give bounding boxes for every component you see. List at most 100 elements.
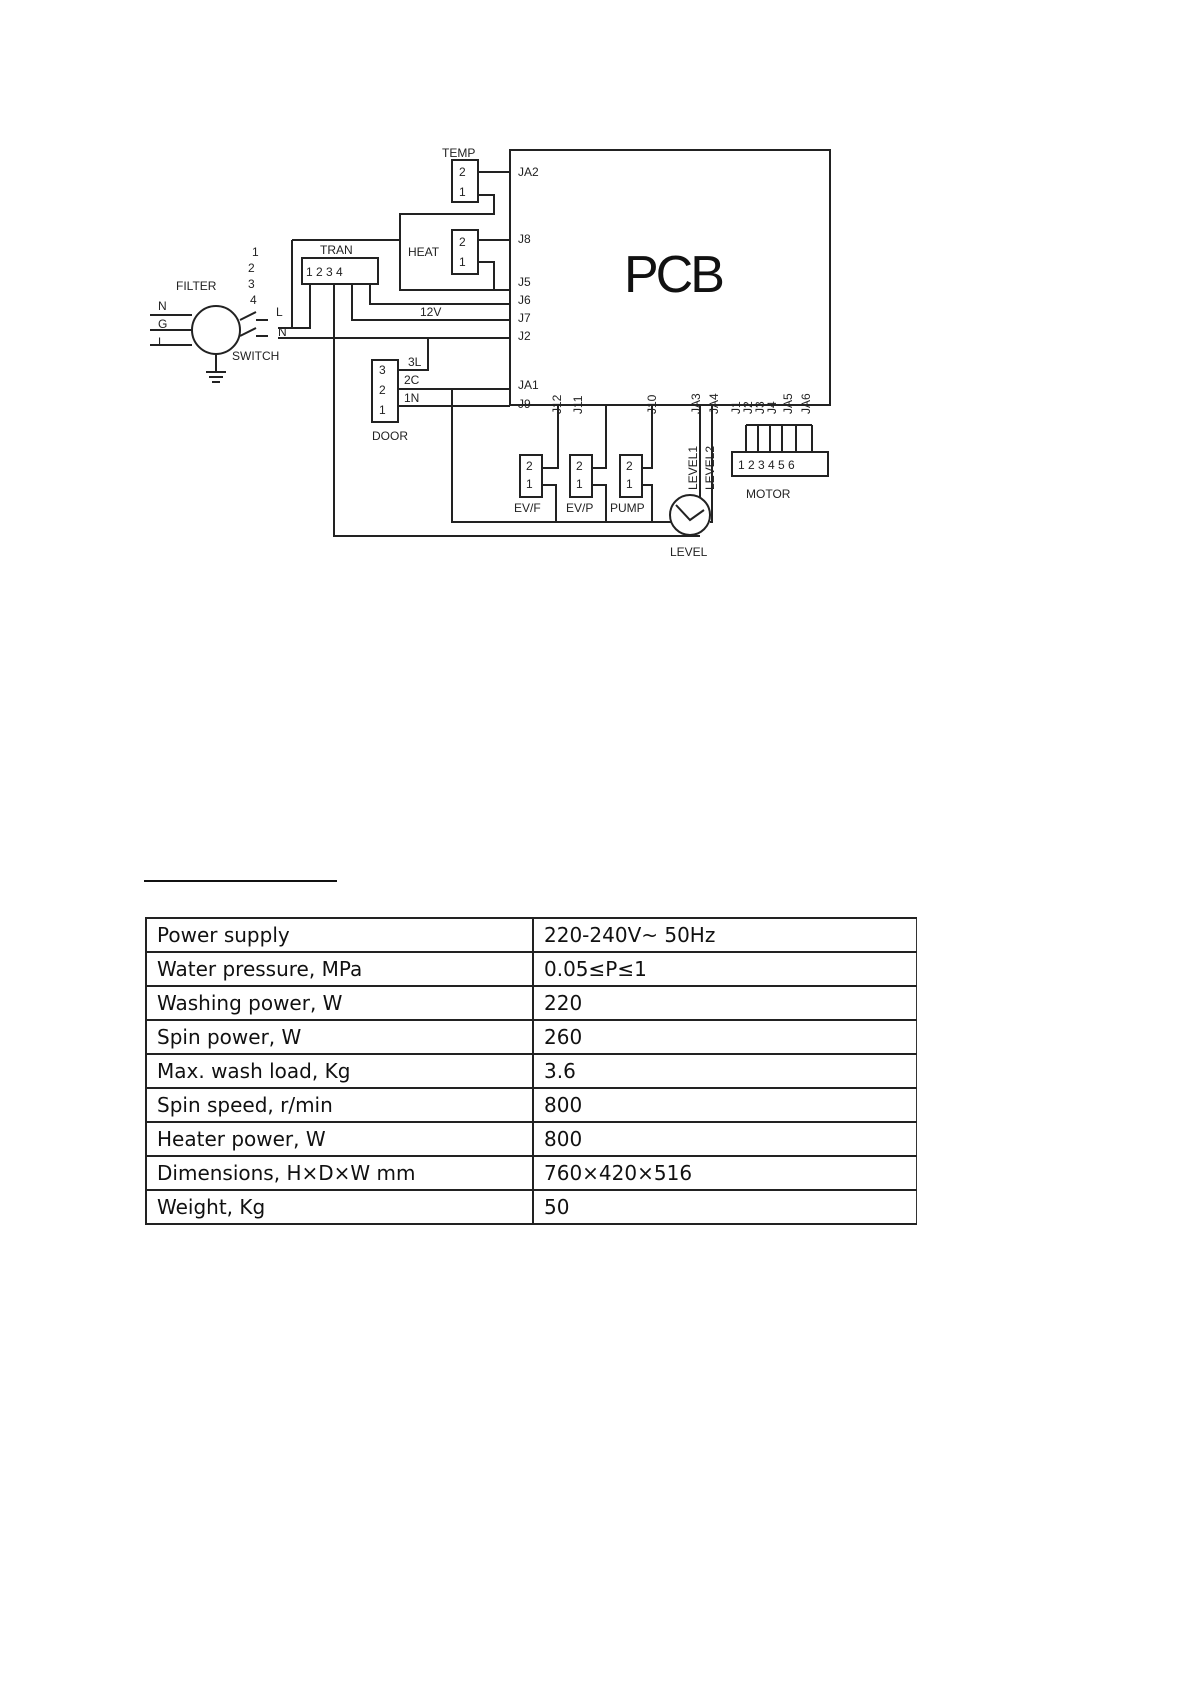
spec-name: Spin power, W — [145, 1019, 534, 1055]
switch-pos-1: 1 — [252, 245, 259, 259]
pin-ja4: JA4 — [707, 393, 721, 414]
pin-j11: J11 — [571, 395, 585, 414]
heat-pin-1: 1 — [459, 255, 466, 269]
motor-label: MOTOR — [746, 487, 791, 501]
tran-pins: 1 2 3 4 — [306, 265, 343, 279]
switch-l-label: L — [276, 305, 283, 319]
pin-ja6: JA6 — [799, 393, 813, 414]
motor-connector — [731, 451, 829, 477]
pin-j5: J5 — [518, 275, 531, 289]
spec-name: Water pressure, MPa — [145, 951, 534, 987]
spec-value: 800 — [532, 1121, 917, 1157]
spec-name: Weight, Kg — [145, 1189, 534, 1225]
wiring-diagram: PCB JA2 J8 J5 J6 J7 J2 JA1 J9 J12 J11 J1… — [150, 146, 831, 559]
pin-j1: J1 — [729, 401, 743, 414]
mains-l-label: L — [158, 335, 165, 349]
pcb-title: PCB — [624, 246, 722, 304]
pin-j10: J10 — [645, 394, 659, 414]
pin-j9: J9 — [518, 397, 531, 411]
spec-name: Heater power, W — [145, 1121, 534, 1157]
switch-pos-3: 3 — [248, 277, 255, 291]
door-pin-1: 1 — [379, 403, 386, 417]
pump-connector — [619, 454, 643, 498]
temp-connector — [451, 159, 479, 203]
pin-ja5: JA5 — [781, 393, 795, 414]
spec-value: 260 — [532, 1019, 917, 1055]
pin-j2b: J2 — [741, 401, 755, 414]
door-3l-label: 3L — [408, 355, 422, 369]
spec-name: Dimensions, H×D×W mm — [145, 1155, 534, 1191]
level-label: LEVEL — [670, 545, 708, 559]
spec-value: 760×420×516 — [532, 1155, 917, 1191]
door-2c-label: 2C — [404, 373, 420, 387]
evp-pin-1: 1 — [576, 477, 583, 491]
spec-name: Max. wash load, Kg — [145, 1053, 534, 1089]
pin-ja1: JA1 — [518, 378, 539, 392]
pump-pin-1: 1 — [626, 477, 633, 491]
evp-label: EV/P — [566, 501, 593, 515]
switch-n-label: N — [278, 325, 287, 339]
switch-label: SWITCH — [232, 349, 279, 363]
pin-j2: J2 — [518, 329, 531, 343]
mains-g-label: G — [158, 317, 167, 331]
evp-connector — [569, 454, 593, 498]
spec-value: 3.6 — [532, 1053, 917, 1089]
mains-n-label: N — [158, 299, 167, 313]
heat-pin-2: 2 — [459, 235, 466, 249]
pin-j7: J7 — [518, 311, 531, 325]
level-switch — [669, 494, 711, 536]
spec-value: 50 — [532, 1189, 917, 1225]
door-label: DOOR — [372, 429, 408, 443]
spec-name: Power supply — [145, 917, 534, 953]
level2-label: LEVEL2 — [703, 446, 717, 490]
section-heading-underline — [144, 880, 337, 882]
evf-pin-1: 1 — [526, 477, 533, 491]
pin-j3: J3 — [753, 401, 767, 414]
switch-pos-2: 2 — [248, 261, 255, 275]
door-connector — [371, 359, 399, 423]
pump-pin-2: 2 — [626, 459, 633, 473]
level1-label: LEVEL1 — [686, 446, 700, 490]
door-pin-3: 3 — [379, 363, 386, 377]
evf-connector — [519, 454, 543, 498]
heat-connector — [451, 229, 479, 275]
switch-pos-4: 4 — [250, 293, 257, 307]
pin-ja2: JA2 — [518, 165, 539, 179]
spec-name: Spin speed, r/min — [145, 1087, 534, 1123]
filter-label: FILTER — [176, 279, 217, 293]
tran-block — [301, 257, 379, 285]
evf-pin-2: 2 — [526, 459, 533, 473]
spec-name: Washing power, W — [145, 985, 534, 1021]
heat-label: HEAT — [408, 245, 440, 259]
tran-label: TRAN — [320, 243, 353, 257]
pcb-board — [509, 149, 831, 406]
spec-value: 800 — [532, 1087, 917, 1123]
spec-value: 0.05≤P≤1 — [532, 951, 917, 987]
door-pin-2: 2 — [379, 383, 386, 397]
pump-label: PUMP — [610, 501, 645, 515]
pin-j6: J6 — [518, 293, 531, 307]
pin-j8: J8 — [518, 232, 531, 246]
spec-value: 220 — [532, 985, 917, 1021]
pin-j4: J4 — [765, 401, 779, 414]
temp-pin-1: 1 — [459, 185, 466, 199]
filter-coil — [191, 305, 241, 355]
door-1n-label: 1N — [404, 391, 419, 405]
temp-label: TEMP — [442, 146, 475, 160]
evf-label: EV/F — [514, 501, 541, 515]
spec-value: 220-240V~ 50Hz — [532, 917, 917, 953]
evp-pin-2: 2 — [576, 459, 583, 473]
twelve-volt-label: 12V — [420, 305, 441, 319]
motor-pins: 1 2 3 4 5 6 — [738, 458, 795, 472]
pin-j12: J12 — [550, 394, 564, 414]
